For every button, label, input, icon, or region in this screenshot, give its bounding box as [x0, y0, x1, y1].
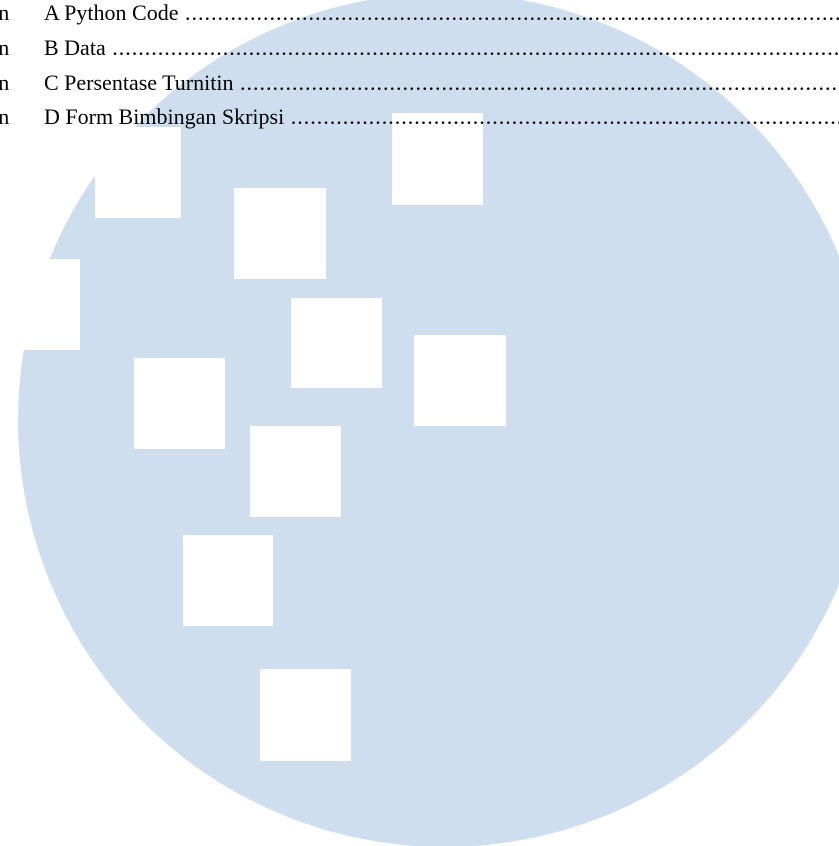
- toc-entry-c[interactable]: iran C Persentase Turnitin ..............…: [0, 68, 839, 98]
- toc-entry-label: C Persentase Turnitin: [44, 70, 234, 95]
- toc-entry-label: A Python Code: [44, 0, 179, 25]
- toc-entry-prefix: iran: [0, 35, 10, 60]
- watermark-square: [0, 259, 80, 350]
- toc-entry-label: B Data: [44, 35, 106, 60]
- watermark-square: [260, 669, 351, 761]
- toc-leader-dots: ........................................…: [290, 104, 839, 129]
- watermark-square: [291, 298, 382, 388]
- watermark-square: [134, 358, 225, 449]
- toc-entry-a[interactable]: iran A Python Code ......................…: [0, 0, 839, 28]
- watermark-square: [250, 426, 341, 517]
- toc-entry-b[interactable]: iran B Data .............................…: [0, 33, 839, 63]
- toc-entry-prefix: iran: [0, 70, 10, 95]
- watermark-square: [414, 335, 506, 426]
- watermark-square: [234, 188, 326, 279]
- toc-leader-dots: ........................................…: [184, 0, 839, 25]
- watermark-square: [95, 127, 181, 218]
- toc-entry-prefix: iran: [0, 0, 10, 25]
- toc-entry-label: D Form Bimbingan Skripsi: [44, 104, 285, 129]
- toc-entry-prefix: iran: [0, 104, 10, 129]
- toc-entry-d[interactable]: iran D Form Bimbingan Skripsi ...........…: [0, 102, 839, 132]
- toc-leader-dots: ........................................…: [112, 35, 839, 60]
- toc-leader-dots: ........................................…: [239, 70, 839, 95]
- watermark-square: [392, 113, 483, 205]
- watermark-square: [183, 535, 273, 626]
